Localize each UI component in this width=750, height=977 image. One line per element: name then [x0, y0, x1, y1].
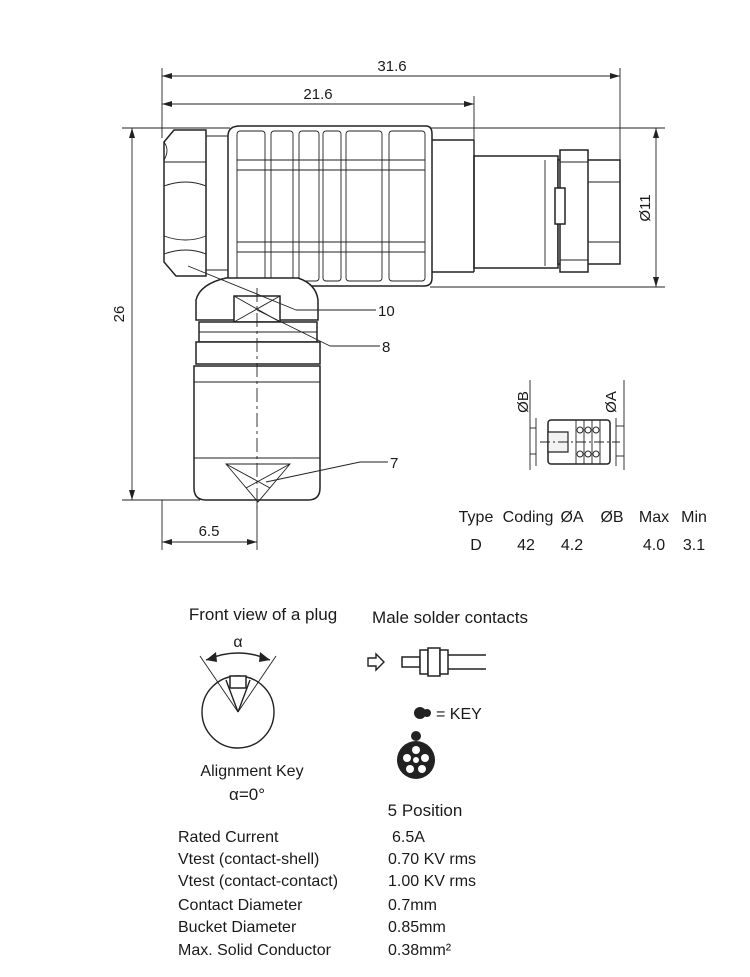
- dim-body-length: 21.6: [303, 86, 332, 103]
- table-cell-type: D: [470, 537, 482, 554]
- spec-label-contact-diameter: Contact Diameter: [178, 897, 303, 914]
- table-cell-diameter-a: 4.2: [561, 537, 583, 554]
- alignment-key-angle: α=0°: [229, 785, 265, 804]
- connector-side-view: [163, 125, 621, 510]
- table-header-diameter-a: ØA: [560, 509, 583, 526]
- table-header-max: Max: [639, 509, 669, 526]
- contact-label-b: ØB: [515, 391, 532, 413]
- spec-label-vtest-contact: Vtest (contact-contact): [178, 873, 338, 890]
- callout-10: 10: [378, 303, 395, 320]
- spec-value-vtest-contact: 1.00 KV rms: [388, 873, 476, 890]
- key-legend-label: = KEY: [436, 706, 482, 723]
- spec-label-rated-current: Rated Current: [178, 829, 279, 846]
- spec-value-max-solid-conductor: 0.38mm²: [388, 942, 452, 959]
- spec-value-contact-diameter: 0.7mm: [388, 897, 437, 914]
- position-count: 5 Position: [388, 801, 463, 820]
- table-header-diameter-b: ØB: [600, 509, 623, 526]
- dim-offset: 6.5: [199, 523, 220, 540]
- spec-value-vtest-shell: 0.70 KV rms: [388, 851, 476, 868]
- dim-height: 26: [111, 306, 128, 323]
- angle-symbol: α: [233, 634, 242, 651]
- callout-8: 8: [382, 339, 390, 356]
- table-cell-coding: 42: [517, 537, 535, 554]
- table-cell-max: 4.0: [643, 537, 665, 554]
- five-position-layout: [397, 731, 435, 779]
- specifications: Rated Current 6.5A Vtest (contact-shell)…: [178, 829, 476, 959]
- table-header-coding: Coding: [503, 509, 554, 526]
- spec-value-bucket-diameter: 0.85mm: [388, 919, 446, 936]
- solder-contact-pin: [367, 647, 486, 677]
- solder-contacts-title: Male solder contacts: [372, 608, 528, 627]
- spec-value-rated-current: 6.5A: [392, 829, 425, 846]
- front-view-diagram: [199, 652, 277, 749]
- spec-label-vtest-shell: Vtest (contact-shell): [178, 851, 319, 868]
- key-legend-icon: [414, 707, 431, 719]
- table-header-type: Type: [459, 509, 494, 526]
- dim-overall-length: 31.6: [377, 58, 406, 75]
- front-view-title: Front view of a plug: [189, 605, 337, 624]
- contact-label-a: ØA: [603, 391, 620, 413]
- coding-table: Type Coding ØA ØB Max Min D 42 4.2 4.0 3…: [459, 509, 707, 554]
- table-header-min: Min: [681, 509, 707, 526]
- callout-7: 7: [390, 455, 398, 472]
- spec-label-bucket-diameter: Bucket Diameter: [178, 919, 297, 936]
- dim-diameter: Ø11: [637, 194, 654, 221]
- table-cell-min: 3.1: [683, 537, 705, 554]
- contact-detail: [529, 380, 625, 470]
- spec-label-max-solid-conductor: Max. Solid Conductor: [178, 942, 332, 959]
- alignment-key-caption: Alignment Key: [200, 763, 303, 780]
